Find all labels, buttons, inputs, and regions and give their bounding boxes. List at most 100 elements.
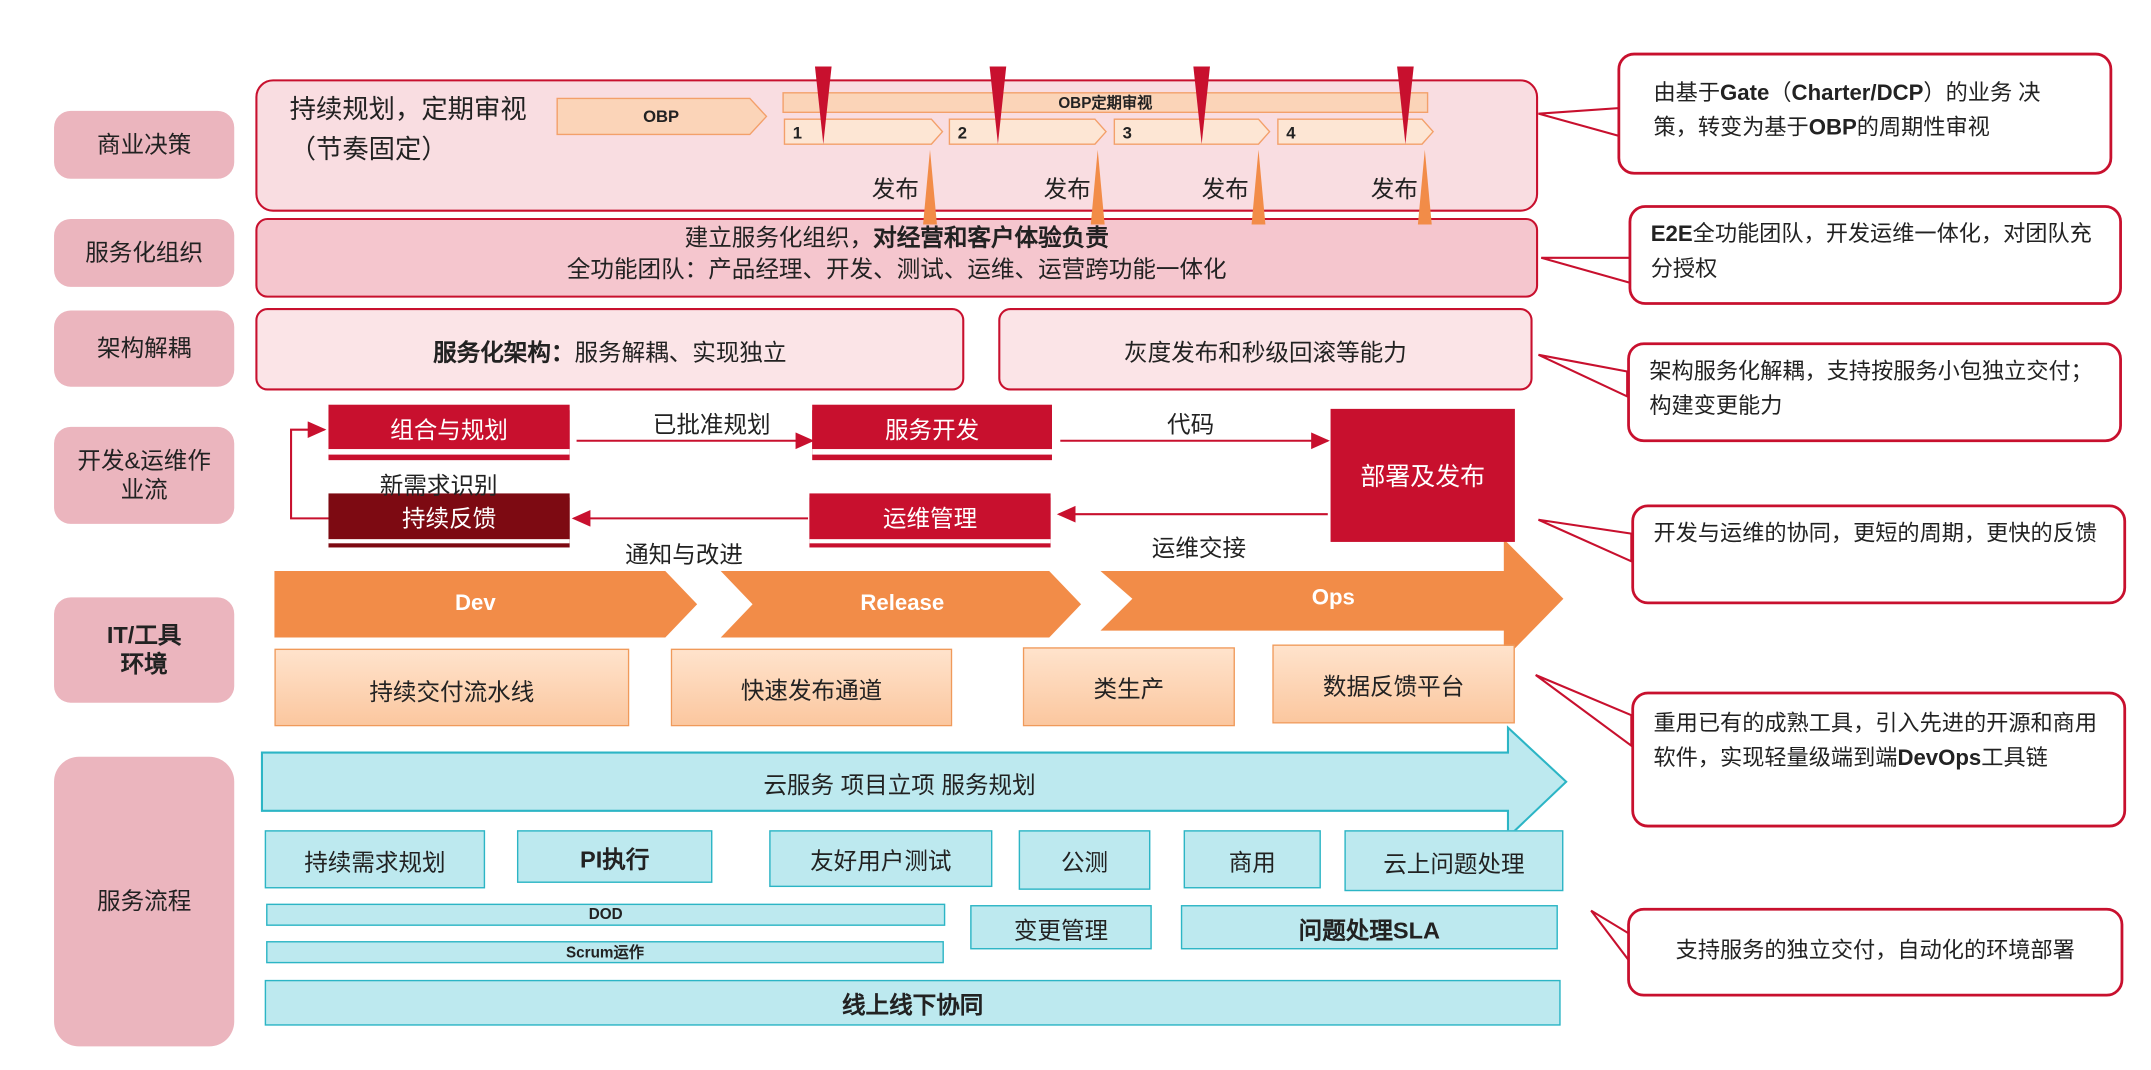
callout-2-bold-e2e: E2E	[1650, 223, 1693, 247]
org-line-1: 建立服务化组织，对经营和客户体验负责	[256, 223, 1537, 255]
callout-pointer-1	[1538, 106, 1620, 138]
tool-box-feedback-platform: 数据反馈平台	[1272, 644, 1515, 724]
callout-4: 开发与运维的协同，更短的周期，更快的反馈	[1631, 504, 2127, 605]
callout-1-text-c: ）的业务 决策，转变为基于	[1653, 81, 2041, 140]
service-item-friendly-test: 友好用户测试	[769, 830, 993, 888]
service-item-public-test: 公测	[1018, 830, 1151, 890]
connector-feedback-plan	[290, 421, 329, 520]
callout-1-bold-gate: Gate	[1720, 81, 1770, 106]
org-line-1-bold: 对经营和客户体验负责	[873, 224, 1109, 251]
callout-5: 重用已有的成熟工具，引入先进的开源和商用软件，实现轻量级端到端DevOps工具链	[1631, 691, 2127, 828]
callout-1-bold-charter: Charter/DCP	[1791, 81, 1924, 106]
tool-box-fast-release: 快速发布通道	[670, 648, 953, 727]
row-label-business: 商业决策	[54, 110, 235, 179]
flow-box-feedback: 持续反馈	[328, 493, 570, 544]
flow-box-deploy: 部署及发布	[1330, 408, 1515, 542]
release-label-3: 发布	[1201, 176, 1249, 203]
row-label-arch: 架构解耦	[54, 310, 235, 387]
row-label-it-env: IT/工具环境	[54, 597, 235, 703]
obp-review-label: OBP定期审视	[1058, 95, 1153, 113]
callout-3: 架构服务化解耦，支持按服务小包独立交付；构建变更能力	[1627, 342, 2122, 443]
arch-left-bold: 服务化架构：	[433, 338, 575, 366]
release-marker-1	[923, 149, 937, 225]
callout-1-text-b: （	[1769, 81, 1792, 106]
stage-label-dev: Dev	[455, 591, 496, 616]
service-banner-arrow	[260, 725, 1568, 840]
service-bar-scrum: Scrum运作	[266, 941, 944, 964]
obp-label: OBP	[643, 106, 680, 127]
stage-arrow-ops	[1100, 539, 1564, 660]
callout-5-bold-devops: DevOps	[1897, 746, 1982, 771]
flow-label-notify: 通知与改进	[625, 541, 743, 569]
arch-left-text: 服务化架构：服务解耦、实现独立	[256, 309, 963, 389]
release-label-1: 发布	[871, 176, 919, 203]
stage-arrow-release	[720, 571, 1082, 638]
stage-arrow-dev	[274, 571, 698, 638]
release-marker-3	[1251, 149, 1266, 225]
service-item-commercial: 商用	[1183, 830, 1321, 889]
service-banner-text: 云服务 项目立项 服务规划	[763, 771, 1036, 798]
org-band	[255, 217, 1539, 298]
org-line-1-prefix: 建立服务化组织，	[684, 224, 874, 251]
arch-right-band	[998, 308, 1533, 391]
review-marker-3	[1193, 66, 1210, 145]
flow-box-dev: 服务开发	[812, 404, 1052, 455]
release-label-2: 发布	[1043, 176, 1091, 203]
review-marker-4	[1397, 66, 1414, 145]
flow-label-new-req: 新需求识别	[379, 472, 498, 499]
service-item-change-mgmt: 变更管理	[970, 905, 1152, 950]
release-marker-2	[1090, 149, 1105, 225]
review-marker-1	[814, 66, 832, 145]
callout-1-text-d: 的周期性审视	[1856, 116, 1990, 140]
flow-box-plan: 组合与规划	[328, 404, 570, 455]
callout-5-text-b: 工具链	[1981, 746, 2048, 771]
service-item-sla: 问题处理SLA	[1180, 905, 1558, 950]
arch-right-text: 灰度发布和秒级回滚等能力	[1124, 338, 1407, 366]
step-label-2: 2	[957, 123, 967, 143]
callout-5-text-a: 重用已有的成熟工具，引入先进的开源和商用软件，实现轻量级端到端	[1653, 712, 2098, 771]
step-arrow-1	[783, 118, 944, 145]
obp-arrow	[556, 97, 768, 136]
stage-label-release: Release	[860, 591, 945, 616]
flow-label-approved: 已批准规划	[652, 411, 771, 438]
tool-box-prodlike: 类生产	[1022, 647, 1235, 727]
service-bar-online-offline: 线上线下协同	[264, 979, 1561, 1026]
step-label-4: 4	[1286, 123, 1296, 143]
row-label-service-flow: 服务流程	[54, 756, 235, 1047]
callout-pointer-2	[1540, 256, 1631, 285]
release-marker-4	[1417, 149, 1432, 225]
callout-2-text: 全功能团队，开发运维一体化，对团队充分授权	[1650, 223, 2092, 282]
tool-box-pipeline: 持续交付流水线	[274, 648, 630, 727]
step-label-3: 3	[1122, 123, 1132, 143]
obp-review-bar	[782, 92, 1429, 113]
callout-1-text-a: 由基于	[1653, 81, 1721, 106]
callout-pointer-3	[1538, 353, 1629, 399]
callout-1: 由基于Gate（Charter/DCP）的业务 决策，转变为基于OBP的周期性审…	[1617, 52, 2113, 175]
stage-label-ops: Ops	[1311, 586, 1355, 610]
step-label-1: 1	[792, 123, 803, 143]
callout-2: E2E全功能团队，开发运维一体化，对团队充分授权	[1628, 205, 2122, 305]
row-label-devops-flow: 开发&运维作业流	[54, 426, 235, 524]
callout-pointer-4	[1538, 518, 1633, 563]
review-marker-2	[989, 66, 1007, 145]
step-arrow-4	[1277, 118, 1435, 145]
arch-left-rest: 服务解耦、实现独立	[574, 338, 787, 366]
arch-left-band	[255, 308, 965, 391]
service-bar-dod: DOD	[266, 903, 946, 926]
callout-pointer-6	[1590, 909, 1631, 965]
callout-pointer-5	[1535, 674, 1633, 748]
callout-6: 支持服务的独立交付，自动化的环境部署	[1627, 907, 2124, 997]
service-item-pi-exec: PI执行	[516, 830, 713, 883]
service-item-demand-planning: 持续需求规划	[264, 830, 486, 889]
business-main-text: 持续规划，定期审视（节奏固定）	[289, 95, 527, 165]
flow-label-handover: 运维交接	[1151, 534, 1247, 562]
row-label-org: 服务化组织	[54, 218, 235, 287]
step-arrow-3	[1113, 118, 1271, 145]
org-line-2: 全功能团队：产品经理、开发、测试、运维、运营跨功能一体化	[566, 256, 1227, 283]
step-arrow-2	[948, 118, 1107, 145]
callout-1-bold-obp: OBP	[1808, 116, 1857, 140]
service-item-cloud-issues: 云上问题处理	[1344, 830, 1564, 892]
flow-label-code: 代码	[1167, 411, 1215, 438]
